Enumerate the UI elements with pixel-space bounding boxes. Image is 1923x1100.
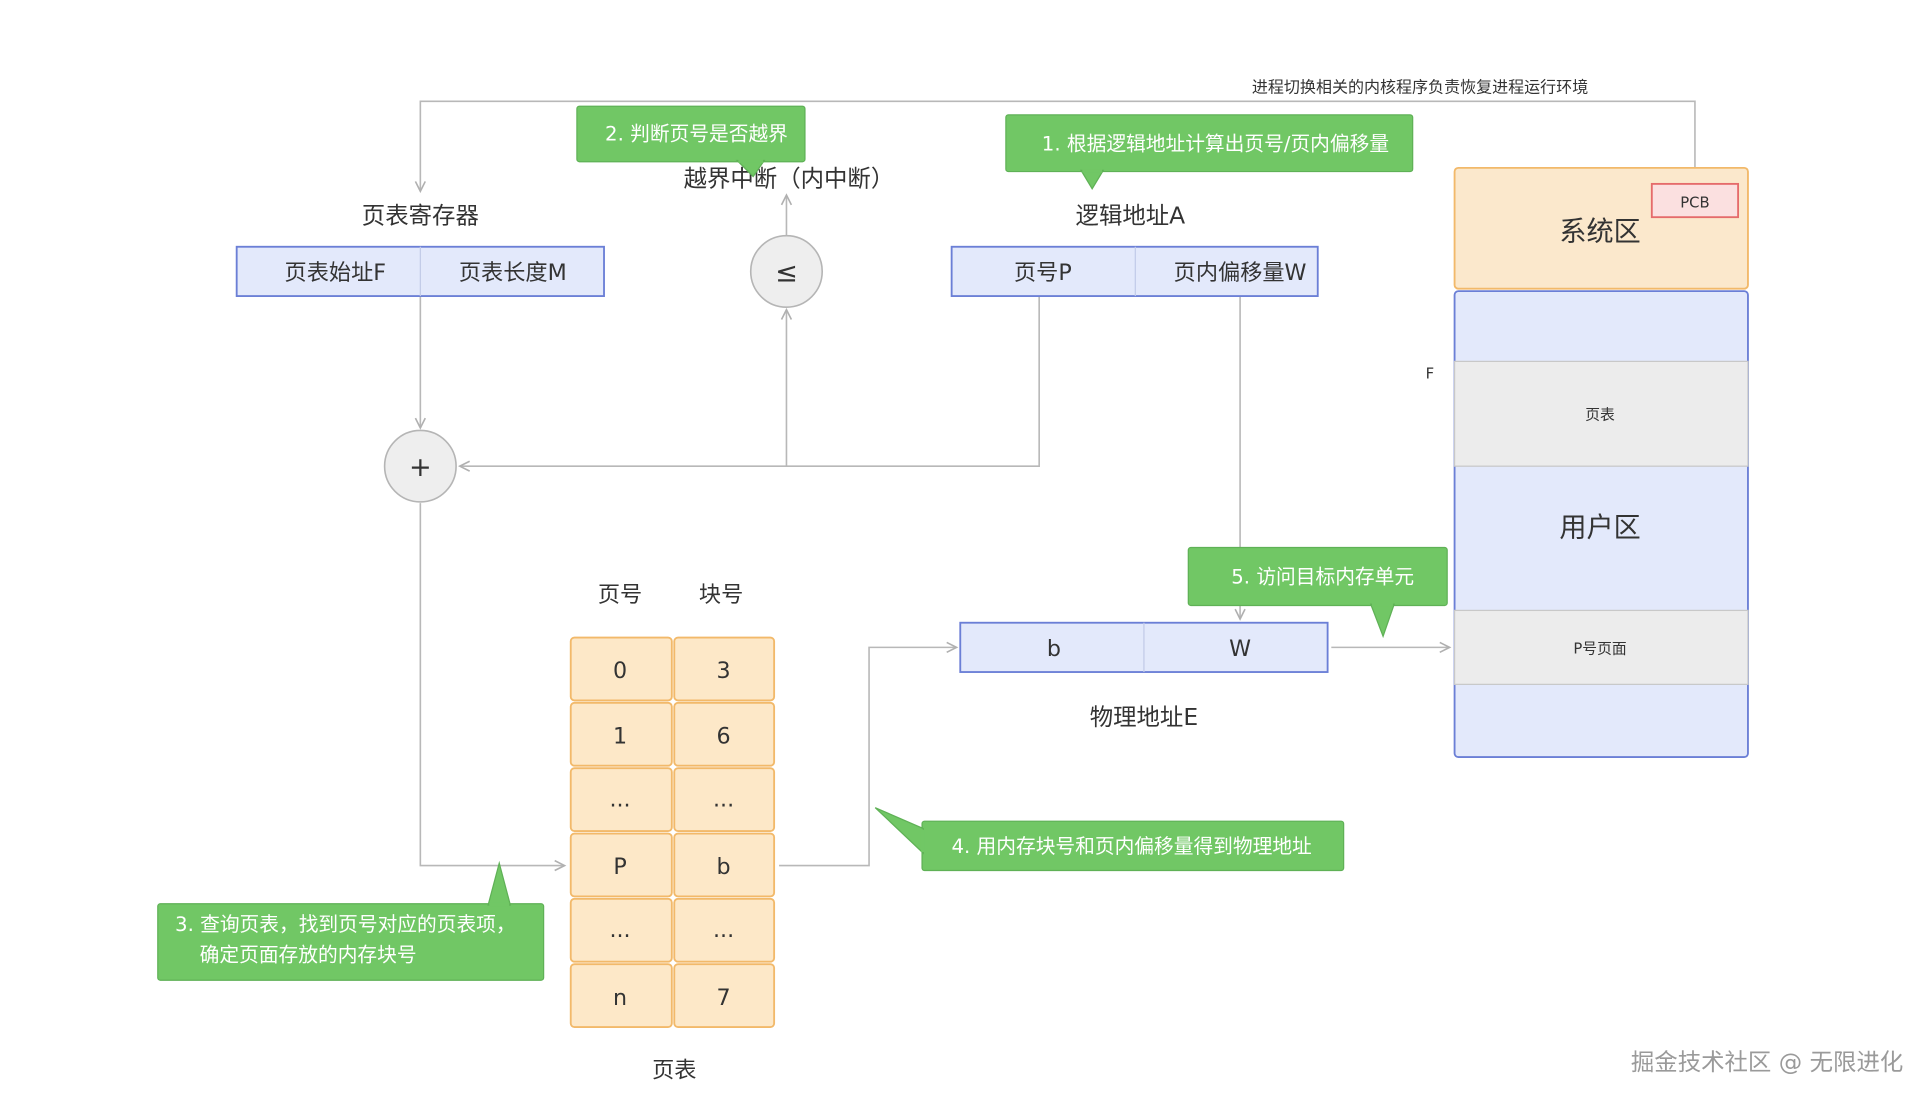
page-p-segment-label: P号页面	[1573, 641, 1626, 658]
logical-address-title: 逻辑地址A	[1076, 201, 1186, 229]
logical-address: 页号P 页内偏移量W	[950, 245, 1319, 297]
page-number-to-adder-line	[458, 296, 1040, 472]
pcb-block	[1650, 182, 1740, 219]
page-cell: n	[613, 985, 627, 1011]
system-area-label: 系统区	[1559, 217, 1640, 248]
callout-step2-text: 2. 判断页号是否越界	[605, 123, 788, 146]
logical-offset-field: 页内偏移量W	[1174, 260, 1307, 286]
comparator: ≤	[749, 234, 824, 308]
page-table-segment-label: 页表	[1585, 406, 1615, 423]
page-table-caption: 页表	[652, 1058, 696, 1084]
page-table-header-block: 块号	[699, 582, 743, 608]
table-row: 1 6	[569, 701, 776, 767]
physical-block-field: b	[1047, 636, 1061, 662]
top-note: 进程切换相关的内核程序负责恢复进程运行环境	[1252, 78, 1588, 97]
physical-address-title: 物理地址E	[1090, 703, 1198, 731]
adder-symbol: +	[409, 452, 432, 483]
callout-step3-line1: 3. 查询页表，找到页号对应的页表项，	[175, 913, 516, 936]
callout-step4: 4. 用内存块号和页内偏移量得到物理地址	[874, 807, 1345, 872]
page-table-start-field: 页表始址F	[285, 260, 386, 286]
callout-step4-text: 4. 用内存块号和页内偏移量得到物理地址	[951, 835, 1311, 858]
physical-address: b W	[959, 621, 1329, 673]
callout-step1: 1. 根据逻辑地址计算出页号/页内偏移量	[1005, 114, 1414, 191]
table-row: P b	[569, 832, 776, 898]
block-cell: ...	[713, 917, 734, 943]
callout-step5: 5. 访问目标内存单元	[1187, 546, 1448, 639]
table-row: n 7	[569, 963, 776, 1028]
adder-to-page-table-line	[419, 503, 567, 872]
callout-step5-text: 5. 访问目标内存单元	[1231, 565, 1414, 588]
page-table-header-page: 页号	[598, 582, 642, 608]
page-cell: ...	[609, 786, 630, 812]
restore-context-line	[414, 100, 1696, 194]
page-table-register-title: 页表寄存器	[362, 201, 479, 229]
page-table-length-field: 页表长度M	[459, 260, 567, 286]
user-area-label: 用户区	[1559, 512, 1640, 543]
page-table-segment	[1453, 360, 1749, 467]
physical-offset-field: W	[1229, 636, 1251, 662]
page-p-segment	[1453, 609, 1749, 685]
block-to-physical-line	[779, 641, 959, 867]
block-cell: ...	[713, 786, 734, 812]
callout-step2: 2. 判断页号是否越界	[576, 105, 806, 178]
logical-page-number-field: 页号P	[1014, 260, 1072, 286]
block-cell: 3	[717, 658, 731, 684]
block-cell: b	[717, 854, 731, 880]
page-table-register: 页表始址F 页表长度M	[235, 245, 605, 297]
adder: +	[383, 429, 457, 503]
table-row: 0 3	[569, 636, 776, 702]
interrupt-label: 越界中断（内中断）	[684, 164, 895, 192]
page-cell: P	[613, 854, 626, 880]
memory: 系统区 PCB 页表 用户区 P号页面	[1453, 166, 1749, 759]
callout-step3: 3. 查询页表，找到页号对应的页表项， 确定页面存放的内存块号	[157, 860, 545, 981]
comparator-symbol: ≤	[775, 257, 798, 288]
f-marker: F	[1426, 366, 1435, 383]
callout-step1-text: 1. 根据逻辑地址计算出页号/页内偏移量	[1042, 133, 1389, 156]
pcb-label: PCB	[1680, 194, 1709, 211]
watermark: 掘金技术社区 @ 无限进化	[1631, 1048, 1903, 1076]
page-cell: 1	[613, 724, 627, 750]
callout-step3-line2: 确定页面存放的内存块号	[200, 944, 417, 967]
page-cell: ...	[609, 917, 630, 943]
table-row: ... ...	[569, 897, 776, 963]
page-cell: 0	[613, 658, 627, 684]
block-cell: 6	[717, 724, 731, 750]
page-table: 0 3 1 6 ... ... P b ... ...	[569, 636, 776, 1028]
table-row: ... ...	[569, 767, 776, 832]
block-cell: 7	[717, 985, 731, 1011]
